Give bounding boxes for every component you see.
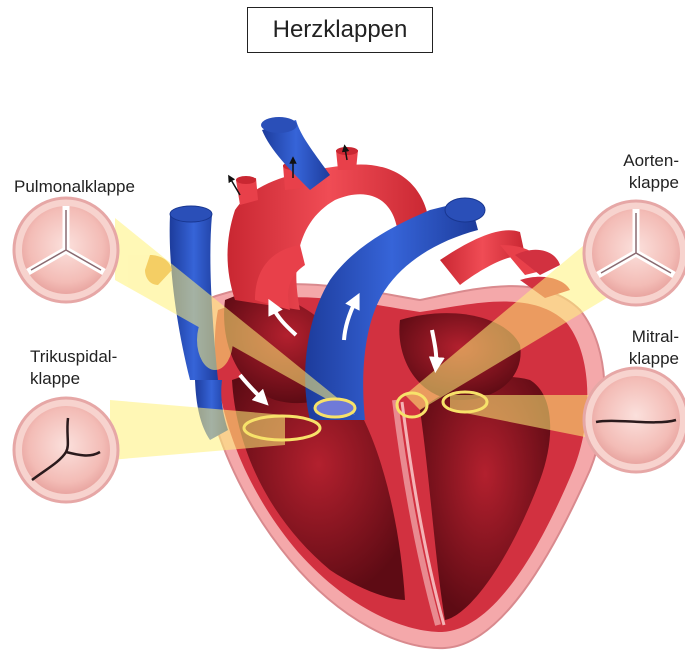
- label-trikuspidalklappe-line2: klappe: [30, 368, 117, 390]
- aortenklappe-disc: [584, 201, 685, 305]
- label-aortenklappe: Aorten- klappe: [623, 150, 679, 194]
- label-pulmonalklappe-line1: Pulmonalklappe: [14, 176, 135, 198]
- label-mitralklappe-line1: Mitral-: [629, 326, 679, 348]
- mitralklappe-disc: [584, 368, 685, 472]
- trikuspidalklappe-disc: [14, 398, 118, 502]
- label-pulmonalklappe: Pulmonalklappe: [14, 176, 135, 198]
- label-mitralklappe: Mitral- klappe: [629, 326, 679, 370]
- pulmonalklappe-disc: [14, 198, 118, 302]
- label-trikuspidalklappe: Trikuspidal- klappe: [30, 346, 117, 390]
- label-aortenklappe-line2: klappe: [623, 172, 679, 194]
- label-mitralklappe-line2: klappe: [629, 348, 679, 370]
- label-aortenklappe-line1: Aorten-: [623, 150, 679, 172]
- label-trikuspidalklappe-line1: Trikuspidal-: [30, 346, 117, 368]
